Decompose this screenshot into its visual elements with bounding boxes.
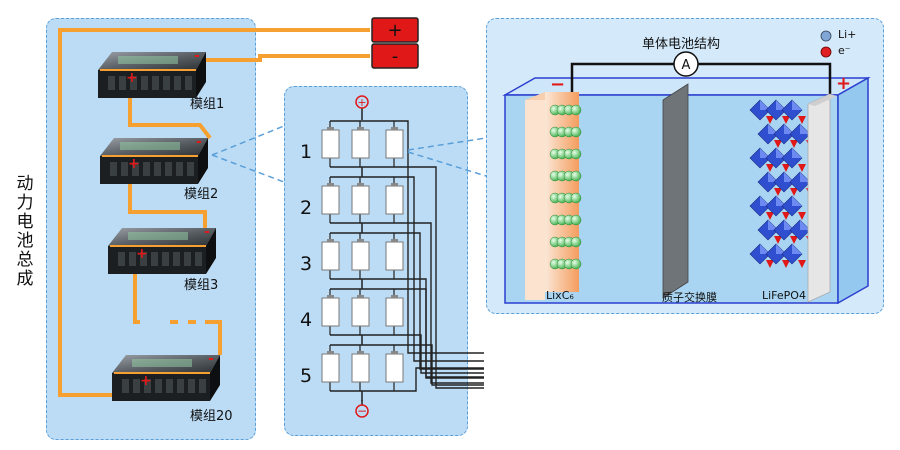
main-pos-terminal: + [371,17,419,43]
svg-text:A: A [682,58,691,73]
membrane-label: 质子交换膜 [662,291,717,304]
legend-li-dot [820,30,832,42]
cell-4-3 [385,297,404,327]
svg-text:-: - [196,134,202,150]
cathode-plate [807,93,837,303]
ammeter: A [673,51,699,77]
row-number-4: 4 [300,309,313,331]
module-pos-sign [355,95,369,109]
main-neg-terminal: - [371,43,419,69]
svg-text:+: + [140,373,152,389]
lithium-ions [549,104,582,270]
legend-e-label: e⁻ [838,44,851,57]
svg-text:+: + [136,246,148,262]
cell-5-3 [385,353,404,383]
cell-3-3 [385,241,404,271]
svg-text:−: − [357,404,367,418]
row-number-3: 3 [300,253,313,275]
legend-e-dot [820,46,832,58]
cell-5-2 [351,353,370,383]
zoom-line-b [211,154,285,183]
cell-1-1 [321,129,340,159]
zoom-line-d [407,151,487,177]
cathode-label: LiFePO4 [762,289,806,302]
cell-2-1 [321,185,340,215]
cell-1-2 [351,129,370,159]
module-neg-sign [355,404,369,418]
battery-module-4: +- [112,351,220,401]
module-label-20: 模组20 [190,409,233,424]
cell-title: 单体电池结构 [642,37,721,52]
membrane [662,83,689,299]
svg-text:-: - [208,351,214,367]
zoom-line-c [407,137,487,151]
anode-label: LixC₆ [546,289,574,302]
legend-li-label: Li+ [838,28,857,41]
cell-1-3 [385,129,404,159]
svg-text:-: - [392,46,399,67]
svg-text:-: - [204,224,210,240]
battery-module-2: +- [100,134,208,184]
battery-module-3: +- [108,224,216,274]
cell-2-3 [385,185,404,215]
svg-text:+: + [357,96,366,109]
anode-sign: − [550,74,565,95]
cell-2-2 [351,185,370,215]
cell-5-1 [321,353,340,383]
svg-text:+: + [126,70,138,86]
svg-text:-: - [194,48,200,64]
battery-modules: +-+-+-+- [98,48,220,401]
anode-plate [525,92,579,300]
cathode-crystal [749,99,814,268]
cell-3-2 [351,241,370,271]
cell-4-2 [351,297,370,327]
battery-module-1: +- [98,48,206,98]
pack-side-label: 动力电池总成 [16,174,34,289]
module-label-1: 模组1 [190,97,225,112]
cell-array [321,108,484,405]
cell-4-1 [321,297,340,327]
module-label-2: 模组2 [184,187,219,202]
row-number-5: 5 [300,365,313,387]
svg-text:+: + [128,156,140,172]
cathode-sign: + [836,73,851,94]
row-number-1: 1 [300,141,313,163]
pack-wires [58,28,370,397]
external-circuit [570,62,832,95]
module-label-3: 模组3 [184,278,219,293]
row-number-2: 2 [300,197,313,219]
zoom-line-a [211,125,285,156]
svg-text:+: + [387,20,402,41]
cell-3-1 [321,241,340,271]
module-panel [284,86,468,436]
